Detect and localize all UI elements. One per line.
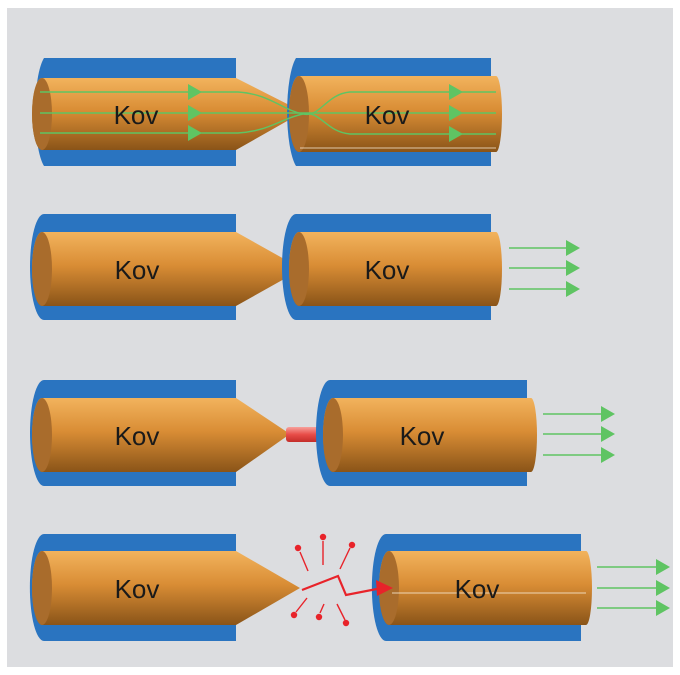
left-conductor [32,232,302,306]
spark-particle [290,611,298,619]
arrow-head [449,105,463,121]
left-conductor [32,78,304,150]
row-4: Kov Kov [29,533,670,641]
right-label: Kov [400,421,445,451]
left-label: Kov [115,255,160,285]
left-label: Kov [115,421,160,451]
current-flow-lines [40,91,496,135]
arrow-head [656,600,670,616]
arrow-head [601,447,615,463]
right-label: Kov [365,100,410,130]
output-current-arrows [543,406,615,463]
arrow-head [601,406,615,422]
left-end-cap [32,78,52,150]
arrow-head [188,105,202,121]
arrow-head [449,126,463,142]
arrow-head [566,281,580,297]
left-end-cap [32,232,52,306]
left-conductor [32,398,290,472]
spark-particle [315,613,323,621]
arrow-head [188,125,202,141]
current-arrow-heads [188,84,463,142]
left-end-cap [32,551,52,625]
output-current-arrows [509,240,580,297]
right-conductor [289,232,502,306]
lightning-bolt [301,574,393,597]
left-label: Kov [114,100,159,130]
spark-discharge [290,533,356,627]
spark-particle [294,544,302,552]
arrow-head [449,84,463,100]
right-end-cap [289,232,309,306]
spark-particle [342,619,350,627]
arrow-head [566,260,580,276]
left-label: Kov [115,574,160,604]
arrow-head [656,559,670,575]
right-end-cap [289,76,309,152]
row-2: Kov Kov [30,214,580,320]
right-conductor [323,398,537,472]
right-label: Kov [365,255,410,285]
arrow-head [601,426,615,442]
row-3: Kov Kov [30,380,615,486]
right-conductor [379,551,592,625]
left-conductor [32,551,301,625]
arrow-head [188,84,202,100]
arrow-head [376,580,393,596]
arrow-head [566,240,580,256]
right-label: Kov [455,574,500,604]
spark-particle [319,533,327,541]
spark-particle [348,541,356,549]
right-end-cap [323,398,343,472]
arrow-head [656,580,670,596]
row-1: Kov Kov [32,58,502,166]
output-current-arrows [597,559,670,616]
left-end-cap [32,398,52,472]
